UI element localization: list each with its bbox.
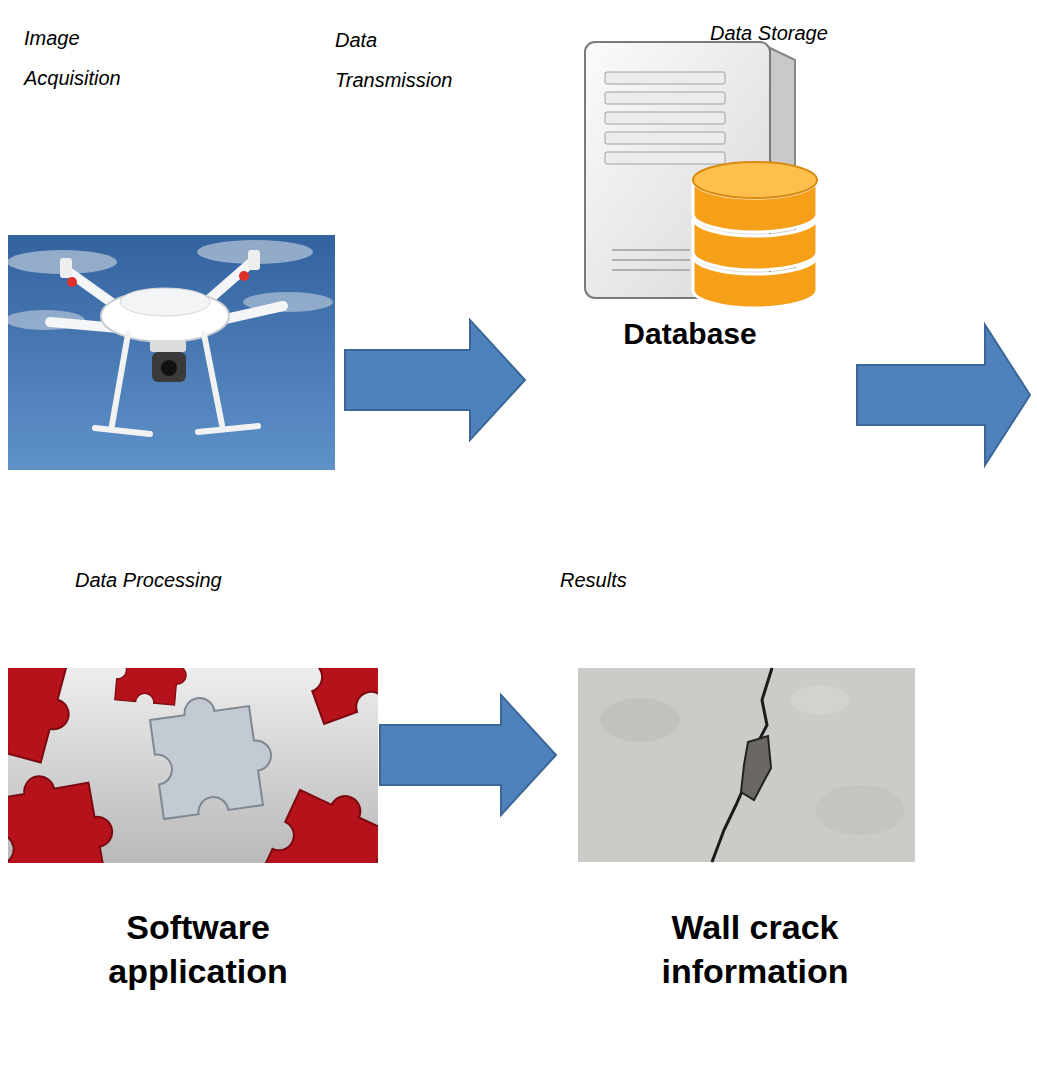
flow-arrow: [380, 695, 556, 815]
node-caption: Database: [545, 315, 835, 353]
node-caption: Wall crack information: [620, 905, 890, 993]
server-icon: [585, 42, 817, 308]
step-label: Results: [560, 560, 680, 600]
step-label: Image Acquisition: [24, 18, 164, 98]
drone-photo: [8, 235, 335, 470]
step-label: Data Transmission: [335, 20, 475, 100]
flow-arrow: [345, 320, 525, 440]
process-node: ResultsWall crack information: [560, 555, 930, 1025]
flow-arrow: [857, 325, 1030, 465]
process-node: Data ProcessingSoftware application: [8, 555, 378, 1025]
puzzle-image: [8, 668, 378, 863]
crack-photo: [578, 668, 915, 862]
process-node: Data StorageDatabase: [545, 5, 835, 365]
process-node: Image Acquisition: [8, 10, 338, 472]
step-label: Data Storage: [710, 13, 835, 53]
node-caption: Software application: [63, 905, 333, 993]
step-label: Data Processing: [75, 560, 245, 600]
